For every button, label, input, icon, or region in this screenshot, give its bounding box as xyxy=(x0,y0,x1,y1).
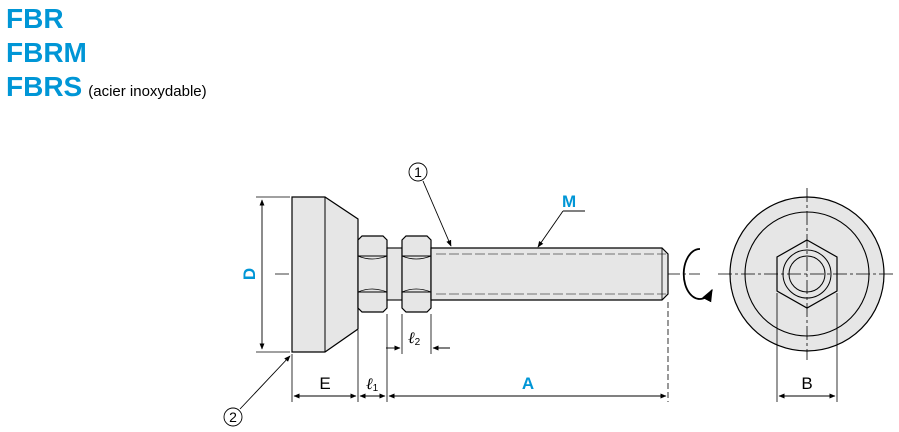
label-b: B xyxy=(801,374,812,393)
product-codes: FBR FBRM FBRS (acier inoxydable) xyxy=(6,2,207,109)
callout-1: 1 xyxy=(408,162,452,247)
end-view xyxy=(718,188,896,360)
leader-m: M xyxy=(537,192,585,248)
threaded-rod xyxy=(430,247,669,301)
dimension-l2: ℓ2 xyxy=(386,314,450,354)
pad-body xyxy=(291,196,359,353)
neck xyxy=(386,247,403,301)
hex-nut-1 xyxy=(357,235,388,313)
label-a: A xyxy=(522,374,534,393)
label-l2: ℓ2 xyxy=(408,330,421,348)
material-note: (acier inoxydable) xyxy=(88,83,207,100)
callout-1-number: 1 xyxy=(414,164,422,180)
product-code-fbrm: FBRM xyxy=(6,37,87,68)
dimension-b: B xyxy=(776,293,838,402)
product-code-fbrs: FBRS (acier inoxydable) xyxy=(6,70,207,109)
product-code-fbrs-label: FBRS xyxy=(6,71,83,102)
dimension-d: D xyxy=(240,196,290,353)
dimension-l1: ℓ1 xyxy=(359,376,386,399)
callout-2-number: 2 xyxy=(229,409,237,425)
label-m: M xyxy=(562,192,576,211)
label-e: E xyxy=(319,374,330,393)
hex-nut-2 xyxy=(401,235,432,313)
dimension-a: A xyxy=(388,374,667,399)
callout-2: 2 xyxy=(223,355,291,427)
product-code-fbr: FBR xyxy=(6,3,64,34)
dimension-e: E xyxy=(293,374,357,399)
label-l1: ℓ1 xyxy=(366,376,379,394)
rotation-arrow-icon xyxy=(682,248,713,303)
label-d: D xyxy=(240,268,259,280)
